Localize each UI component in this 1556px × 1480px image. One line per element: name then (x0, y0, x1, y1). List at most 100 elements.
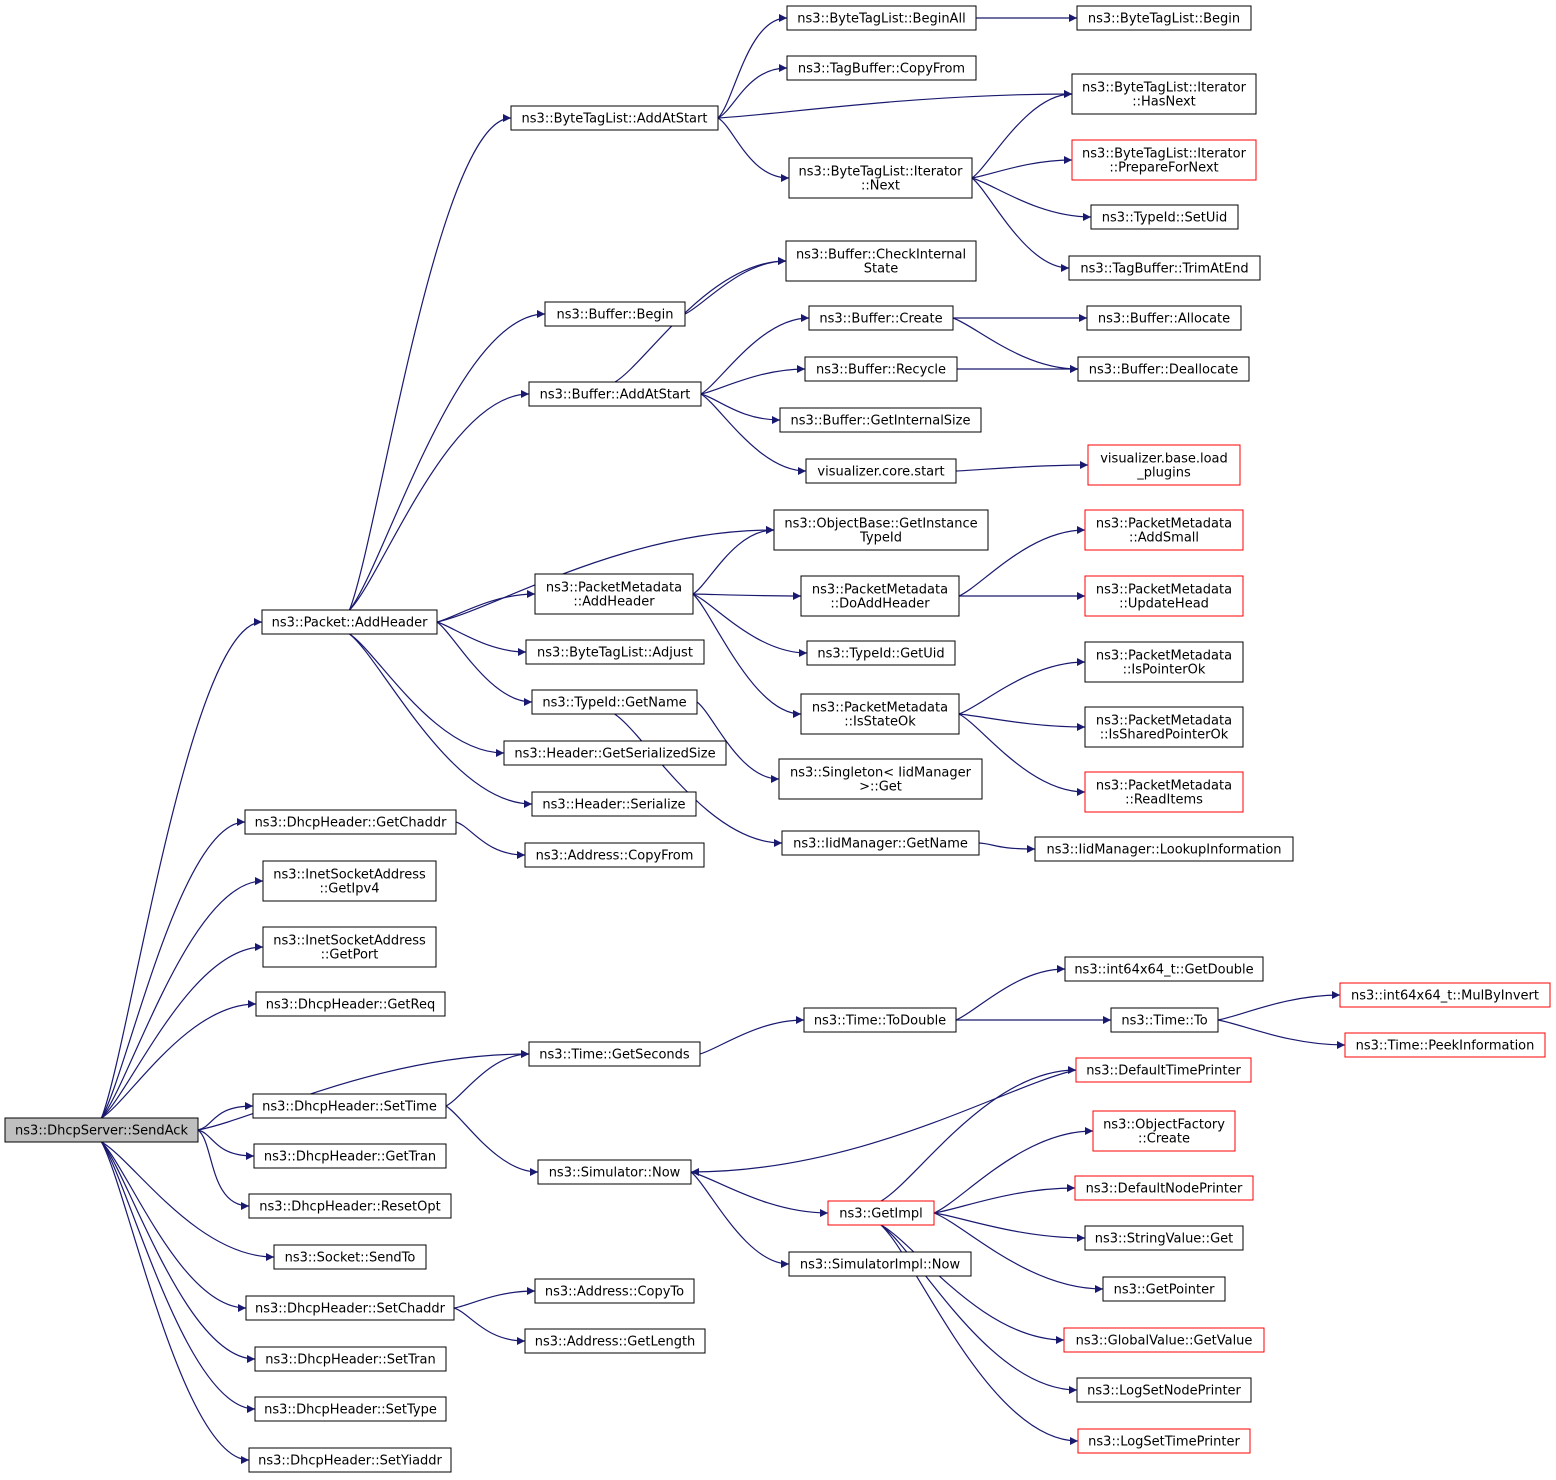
node-packetmetadata-readitems[interactable]: ns3::PacketMetadata::ReadItems (1084, 771, 1244, 813)
edge-time_to-to-time_peekinformation (1217, 1019, 1346, 1049)
node-stringvalue-get[interactable]: ns3::StringValue::Get (1084, 1225, 1244, 1251)
node-typeid-setuid[interactable]: ns3::TypeId::SetUid (1090, 204, 1239, 230)
node-vis-core-start[interactable]: visualizer.core.start (805, 458, 957, 484)
node-buffer-recycle[interactable]: ns3::Buffer::Recycle (804, 356, 958, 382)
node-dhcpheader-settime[interactable]: ns3::DhcpHeader::SetTime (252, 1093, 447, 1119)
edge-sendack-to-dhcpheader_getreq (101, 1000, 257, 1119)
node-box (503, 740, 727, 766)
edge-getimpl-to-defaultnodeprinter (933, 1184, 1076, 1214)
node-box (528, 1041, 701, 1067)
node-typeid-getuid[interactable]: ns3::TypeId::GetUid (806, 640, 956, 666)
node-box (1110, 1007, 1219, 1033)
node-simulatorimpl-now[interactable]: ns3::SimulatorImpl::Now (788, 1251, 972, 1277)
node-dhcpheader-resetopt[interactable]: ns3::DhcpHeader::ResetOpt (248, 1193, 452, 1219)
node-dhcpheader-settype[interactable]: ns3::DhcpHeader::SetType (254, 1396, 447, 1422)
node-label: ns3::Buffer::Begin (556, 308, 673, 323)
edge-line (197, 1129, 250, 1210)
node-label: State (864, 262, 898, 277)
node-iidmanager-lookupinformation[interactable]: ns3::IidManager::LookupInformation (1034, 836, 1294, 862)
node-int64x64-mulbyinvert[interactable]: ns3::int64x64_t::MulByInvert (1339, 982, 1551, 1008)
edge-line (971, 177, 1092, 221)
node-box (1064, 956, 1264, 982)
node-address-getlength[interactable]: ns3::Address::GetLength (524, 1328, 706, 1354)
node-label: ns3::Time::GetSeconds (539, 1048, 690, 1063)
edge-line (717, 64, 788, 119)
node-box (273, 1244, 427, 1270)
node-label: ns3::DhcpHeader::GetChaddr (255, 816, 448, 831)
node-socket-sendto[interactable]: ns3::Socket::SendTo (273, 1244, 427, 1270)
node-packetmetadata-ispointerok[interactable]: ns3::PacketMetadata::IsPointerOk (1084, 641, 1244, 683)
node-iterator-preparefornext[interactable]: ns3::ByteTagList::Iterator::PrepareForNe… (1071, 139, 1257, 181)
edge-packet_addheader-to-buffer_begin (349, 310, 546, 611)
node-buffer-addatstart[interactable]: ns3::Buffer::AddAtStart (528, 381, 702, 407)
node-dhcpheader-setyiaddr[interactable]: ns3::DhcpHeader::SetYiaddr (248, 1447, 452, 1473)
node-label: ns3::Address::GetLength (535, 1335, 696, 1350)
node-inetsocketaddress-getport[interactable]: ns3::InetSocketAddress::GetPort (262, 926, 437, 968)
node-time-todouble[interactable]: ns3::Time::ToDouble (803, 1007, 957, 1033)
node-buffer-begin[interactable]: ns3::Buffer::Begin (544, 301, 686, 327)
node-buffer-allocate[interactable]: ns3::Buffer::Allocate (1086, 305, 1242, 331)
node-dhcpheader-getreq[interactable]: ns3::DhcpHeader::GetReq (255, 991, 446, 1017)
node-dhcpheader-getchaddr[interactable]: ns3::DhcpHeader::GetChaddr (244, 809, 457, 835)
node-packetmetadata-addheader[interactable]: ns3::PacketMetadata::AddHeader (534, 573, 694, 615)
node-packetmetadata-isstateok[interactable]: ns3::PacketMetadata::IsStateOk (800, 693, 960, 735)
node-buffer-getinternalsize[interactable]: ns3::Buffer::GetInternalSize (779, 407, 982, 433)
node-time-to[interactable]: ns3::Time::To (1110, 1007, 1219, 1033)
edge-sendack-to-packet_addheader (100, 618, 263, 1119)
node-packetmetadata-doaddheader[interactable]: ns3::PacketMetadata::DoAddHeader (800, 575, 960, 617)
node-header-getserializedsize[interactable]: ns3::Header::GetSerializedSize (503, 740, 727, 766)
node-address-copyto[interactable]: ns3::Address::CopyTo (534, 1278, 695, 1304)
node-defaulttimeprinter[interactable]: ns3::DefaultTimePrinter (1075, 1057, 1252, 1083)
node-typeid-getname[interactable]: ns3::TypeId::GetName (531, 689, 698, 715)
node-tagbuffer-copyfrom[interactable]: ns3::TagBuffer::CopyFrom (786, 55, 977, 81)
node-globalvalue-getvalue[interactable]: ns3::GlobalValue::GetValue (1063, 1327, 1265, 1353)
node-vis-base-load-plugins[interactable]: visualizer.base.load_plugins (1087, 444, 1241, 486)
node-buffer-deallocate[interactable]: ns3::Buffer::Deallocate (1077, 356, 1250, 382)
node-box (254, 1396, 447, 1422)
node-singleton-get[interactable]: ns3::Singleton< IidManager>::Get (778, 758, 983, 800)
node-label: ns3::InetSocketAddress (273, 934, 426, 949)
node-iterator-next[interactable]: ns3::ByteTagList::Iterator::Next (788, 157, 973, 199)
node-packetmetadata-addsmall[interactable]: ns3::PacketMetadata::AddSmall (1084, 509, 1244, 551)
node-packet-addheader[interactable]: ns3::Packet::AddHeader (261, 609, 438, 635)
node-packetmetadata-updatehead[interactable]: ns3::PacketMetadata::UpdateHead (1084, 575, 1244, 617)
node-box (806, 640, 956, 666)
node-label: ns3::Header::GetSerializedSize (514, 747, 715, 762)
node-getpointer[interactable]: ns3::GetPointer (1102, 1276, 1226, 1302)
node-label: ns3::GlobalValue::GetValue (1076, 1334, 1253, 1349)
node-bytetaglist-beginall[interactable]: ns3::ByteTagList::BeginAll (786, 5, 977, 31)
node-header-serialize[interactable]: ns3::Header::Serialize (531, 791, 697, 817)
node-box (778, 758, 983, 800)
edge-sendack-to-dhcpheader_settran (101, 1141, 256, 1363)
node-getimpl[interactable]: ns3::GetImpl (827, 1200, 935, 1226)
node-dhcpheader-gettran[interactable]: ns3::DhcpHeader::GetTran (253, 1143, 447, 1169)
node-simulator-now[interactable]: ns3::Simulator::Now (537, 1159, 692, 1185)
node-dhcpheader-settran[interactable]: ns3::DhcpHeader::SetTran (254, 1346, 447, 1372)
edge-line (1217, 991, 1341, 1021)
node-dhcpheader-setchaddr[interactable]: ns3::DhcpHeader::SetChaddr (245, 1295, 455, 1321)
node-buffer-create[interactable]: ns3::Buffer::Create (808, 305, 954, 331)
node-objectfactory-create[interactable]: ns3::ObjectFactory::Create (1092, 1110, 1236, 1152)
node-bytetaglist-adjust[interactable]: ns3::ByteTagList::Adjust (525, 639, 705, 665)
node-iterator-hasnext[interactable]: ns3::ByteTagList::Iterator::HasNext (1071, 73, 1257, 115)
node-address-copyfrom[interactable]: ns3::Address::CopyFrom (524, 842, 705, 868)
node-logsetnodeprinter[interactable]: ns3::LogSetNodePrinter (1076, 1377, 1252, 1403)
edge-line (933, 1212, 1104, 1293)
node-inetsocketaddress-getipv4[interactable]: ns3::InetSocketAddress::GetIpv4 (262, 860, 437, 902)
node-iidmanager-getname[interactable]: ns3::IidManager::GetName (781, 830, 980, 856)
node-tagbuffer-trimatend[interactable]: ns3::TagBuffer::TrimAtEnd (1068, 255, 1261, 281)
node-sendack[interactable]: ns3::DhcpServer::SendAck (4, 1117, 199, 1143)
node-defaultnodeprinter[interactable]: ns3::DefaultNodePrinter (1074, 1175, 1254, 1201)
node-time-peekinformation[interactable]: ns3::Time::PeekInformation (1344, 1032, 1546, 1058)
node-packetmetadata-issharedpointerok[interactable]: ns3::PacketMetadata::IsSharedPointerOk (1084, 706, 1244, 748)
node-time-getseconds[interactable]: ns3::Time::GetSeconds (528, 1041, 701, 1067)
node-label: ns3::IidManager::GetName (793, 837, 968, 852)
node-bytetaglist-begin[interactable]: ns3::ByteTagList::Begin (1076, 5, 1252, 31)
node-label: ns3::TagBuffer::TrimAtEnd (1080, 262, 1248, 277)
node-logsettimeprinter[interactable]: ns3::LogSetTimePrinter (1077, 1428, 1251, 1454)
node-int64x64-getdouble[interactable]: ns3::int64x64_t::GetDouble (1064, 956, 1264, 982)
node-box (254, 1346, 447, 1372)
node-bytetaglist-addatstart[interactable]: ns3::ByteTagList::AddAtStart (510, 105, 719, 131)
